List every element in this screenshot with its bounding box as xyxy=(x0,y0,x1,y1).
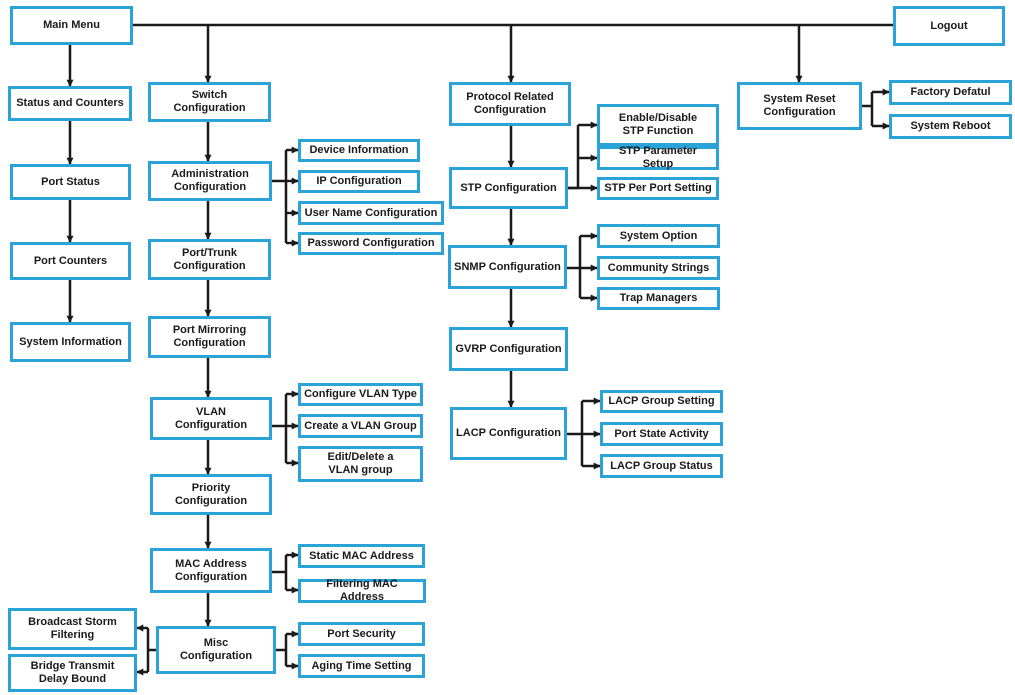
port-security-node[interactable]: Port Security xyxy=(298,622,425,646)
stp-per-port-setting-node[interactable]: STP Per Port Setting xyxy=(597,177,719,200)
static-mac-address-node[interactable]: Static MAC Address xyxy=(298,544,425,568)
port-counters-node[interactable]: Port Counters xyxy=(10,242,131,280)
device-information-node[interactable]: Device Information xyxy=(298,139,420,162)
stp-parameter-setup-node[interactable]: STP Parameter Setup xyxy=(597,145,719,170)
password-configuration-node[interactable]: Password Configuration xyxy=(298,232,444,255)
system-reboot-node[interactable]: System Reboot xyxy=(889,114,1012,139)
connector-misc-left-branch xyxy=(146,628,156,672)
connector-admin-branch xyxy=(272,150,288,243)
mac-address-configuration-node[interactable]: MAC Address Configuration xyxy=(150,548,272,593)
filtering-mac-address-node[interactable]: Filtering MAC Address xyxy=(298,578,426,603)
edit-delete-vlan-group-node[interactable]: Edit/Delete a VLAN group xyxy=(298,446,423,482)
port-state-activity-node[interactable]: Port State Activity xyxy=(600,422,723,446)
vlan-configuration-node[interactable]: VLAN Configuration xyxy=(150,397,272,440)
connector-lacp-branch xyxy=(567,401,584,466)
misc-configuration-node[interactable]: Misc Configuration xyxy=(156,626,276,674)
system-option-node[interactable]: System Option xyxy=(597,224,720,248)
lacp-configuration-node[interactable]: LACP Configuration xyxy=(450,407,567,460)
administration-configuration-node[interactable]: Administration Configuration xyxy=(148,161,272,201)
protocol-related-configuration-node[interactable]: Protocol Related Configuration xyxy=(449,82,571,126)
port-mirroring-configuration-node[interactable]: Port Mirroring Configuration xyxy=(148,316,271,358)
gvrp-configuration-node[interactable]: GVRP Configuration xyxy=(449,327,568,371)
create-vlan-group-node[interactable]: Create a VLAN Group xyxy=(298,414,423,438)
connector-misc-branch xyxy=(276,634,288,666)
connector-reset-branch xyxy=(862,92,874,126)
switch-configuration-node[interactable]: Switch Configuration xyxy=(148,82,271,122)
connector-mac-branch xyxy=(272,555,288,590)
configure-vlan-type-node[interactable]: Configure VLAN Type xyxy=(298,383,423,406)
connector-snmp-branch xyxy=(567,236,582,298)
stp-configuration-node[interactable]: STP Configuration xyxy=(449,167,568,209)
system-information-node[interactable]: System Information xyxy=(10,322,131,362)
port-status-node[interactable]: Port Status xyxy=(10,164,131,200)
enable-disable-stp-function-node[interactable]: Enable/Disable STP Function xyxy=(597,104,719,146)
system-reset-configuration-node[interactable]: System Reset Configuration xyxy=(737,82,862,130)
community-strings-node[interactable]: Community Strings xyxy=(597,256,720,280)
lacp-group-setting-node[interactable]: LACP Group Setting xyxy=(600,390,723,413)
ip-configuration-node[interactable]: IP Configuration xyxy=(298,170,420,193)
bridge-transmit-delay-bound-node[interactable]: Bridge Transmit Delay Bound xyxy=(8,654,137,692)
lacp-group-status-node[interactable]: LACP Group Status xyxy=(600,454,723,478)
status-and-counters-node[interactable]: Status and Counters xyxy=(8,86,132,121)
user-name-configuration-node[interactable]: User Name Configuration xyxy=(298,201,444,225)
connector-stp-branch xyxy=(568,125,580,190)
port-trunk-configuration-node[interactable]: Port/Trunk Configuration xyxy=(148,239,271,280)
logout-node[interactable]: Logout xyxy=(893,6,1005,46)
broadcast-storm-filtering-node[interactable]: Broadcast Storm Filtering xyxy=(8,608,137,650)
priority-configuration-node[interactable]: Priority Configuration xyxy=(150,474,272,515)
snmp-configuration-node[interactable]: SNMP Configuration xyxy=(448,245,567,289)
factory-defatul-node[interactable]: Factory Defatul xyxy=(889,80,1012,105)
main-menu-node[interactable]: Main Menu xyxy=(10,6,133,45)
connector-vlan-branch xyxy=(272,394,288,463)
trap-managers-node[interactable]: Trap Managers xyxy=(597,287,720,310)
aging-time-setting-node[interactable]: Aging Time Setting xyxy=(298,654,425,678)
